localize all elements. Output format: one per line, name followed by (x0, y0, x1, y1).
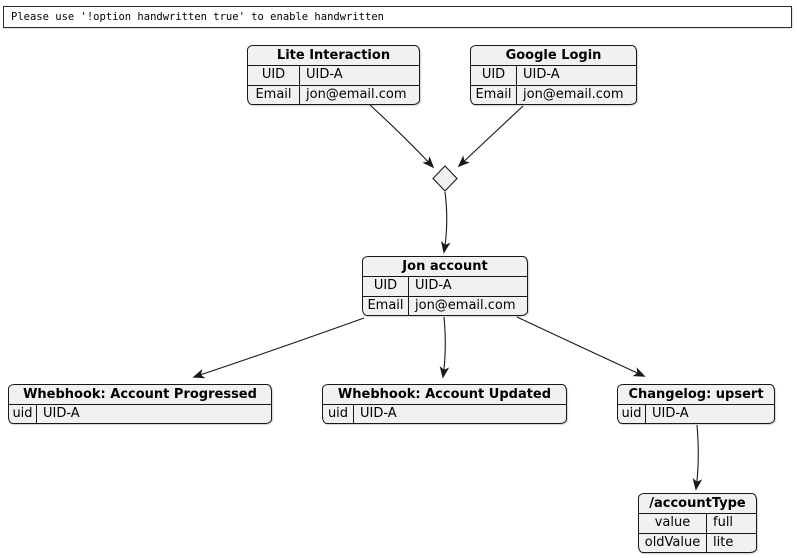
row-key: Email (471, 86, 517, 105)
row-key: uid (9, 405, 37, 424)
map-row: uid UID-A (323, 405, 566, 424)
object-title: Jon account (363, 257, 527, 277)
object-account-type: /accountType value full oldValue lite (638, 493, 757, 553)
row-value: UID-A (415, 278, 452, 293)
row-key: UID (248, 66, 300, 85)
object-title: Whebhook: Account Updated (323, 385, 566, 405)
row-key: uid (323, 405, 354, 424)
object-jon-account: Jon account UID UID-A Email jon@email.co… (362, 256, 528, 316)
row-value: UID-A (523, 67, 560, 82)
edge-lite-to-merge (369, 104, 435, 169)
object-title: Google Login (471, 46, 636, 66)
edge-jon-to-updated (439, 316, 450, 379)
object-google-login: Google Login UID UID-A Email jon@email.c… (470, 45, 637, 105)
row-value: jon@email.com (306, 87, 407, 102)
object-webhook-progressed: Whebhook: Account Progressed uid UID-A (8, 384, 272, 424)
map-row: uid UID-A (9, 405, 271, 424)
row-key: UID (363, 277, 409, 296)
row-value: UID-A (43, 406, 80, 421)
object-title: Whebhook: Account Progressed (9, 385, 271, 405)
object-title: /accountType (639, 494, 756, 514)
row-value: jon@email.com (523, 87, 624, 102)
map-row: UID UID-A (471, 66, 636, 86)
row-key: uid (618, 405, 646, 424)
row-value: UID-A (652, 406, 689, 421)
object-webhook-updated: Whebhook: Account Updated uid UID-A (322, 384, 567, 424)
row-key: Email (248, 86, 300, 105)
edge-jon-to-progressed (192, 317, 365, 379)
row-key: value (639, 514, 707, 533)
row-value: UID-A (306, 67, 343, 82)
edge-jon-to-changelog (516, 316, 646, 377)
map-row: Email jon@email.com (248, 86, 419, 105)
map-row: uid UID-A (618, 405, 774, 424)
map-row: value full (639, 514, 756, 534)
map-row: UID UID-A (248, 66, 419, 86)
row-value: jon@email.com (415, 298, 516, 313)
row-value: UID-A (360, 406, 397, 421)
edge-merge-to-jon (440, 191, 451, 254)
merge-diamond (432, 165, 458, 192)
map-row: Email jon@email.com (363, 297, 527, 316)
row-key: oldValue (639, 534, 707, 553)
row-value: full (713, 515, 734, 530)
row-key: Email (363, 297, 409, 316)
row-key: UID (471, 66, 517, 85)
map-row: Email jon@email.com (471, 86, 636, 105)
object-changelog-upsert: Changelog: upsert uid UID-A (617, 384, 775, 424)
object-title: Lite Interaction (248, 46, 419, 66)
object-title: Changelog: upsert (618, 385, 774, 405)
note-text: Please use '!option handwritten true' to… (11, 11, 384, 23)
edge-changelog-to-accounttype (692, 424, 703, 491)
map-row: UID UID-A (363, 277, 527, 297)
map-row: oldValue lite (639, 534, 756, 553)
row-value: lite (713, 535, 734, 550)
object-lite-interaction: Lite Interaction UID UID-A Email jon@ema… (247, 45, 420, 105)
note-banner: Please use '!option handwritten true' to… (3, 6, 792, 28)
edge-google-to-merge (457, 105, 524, 168)
